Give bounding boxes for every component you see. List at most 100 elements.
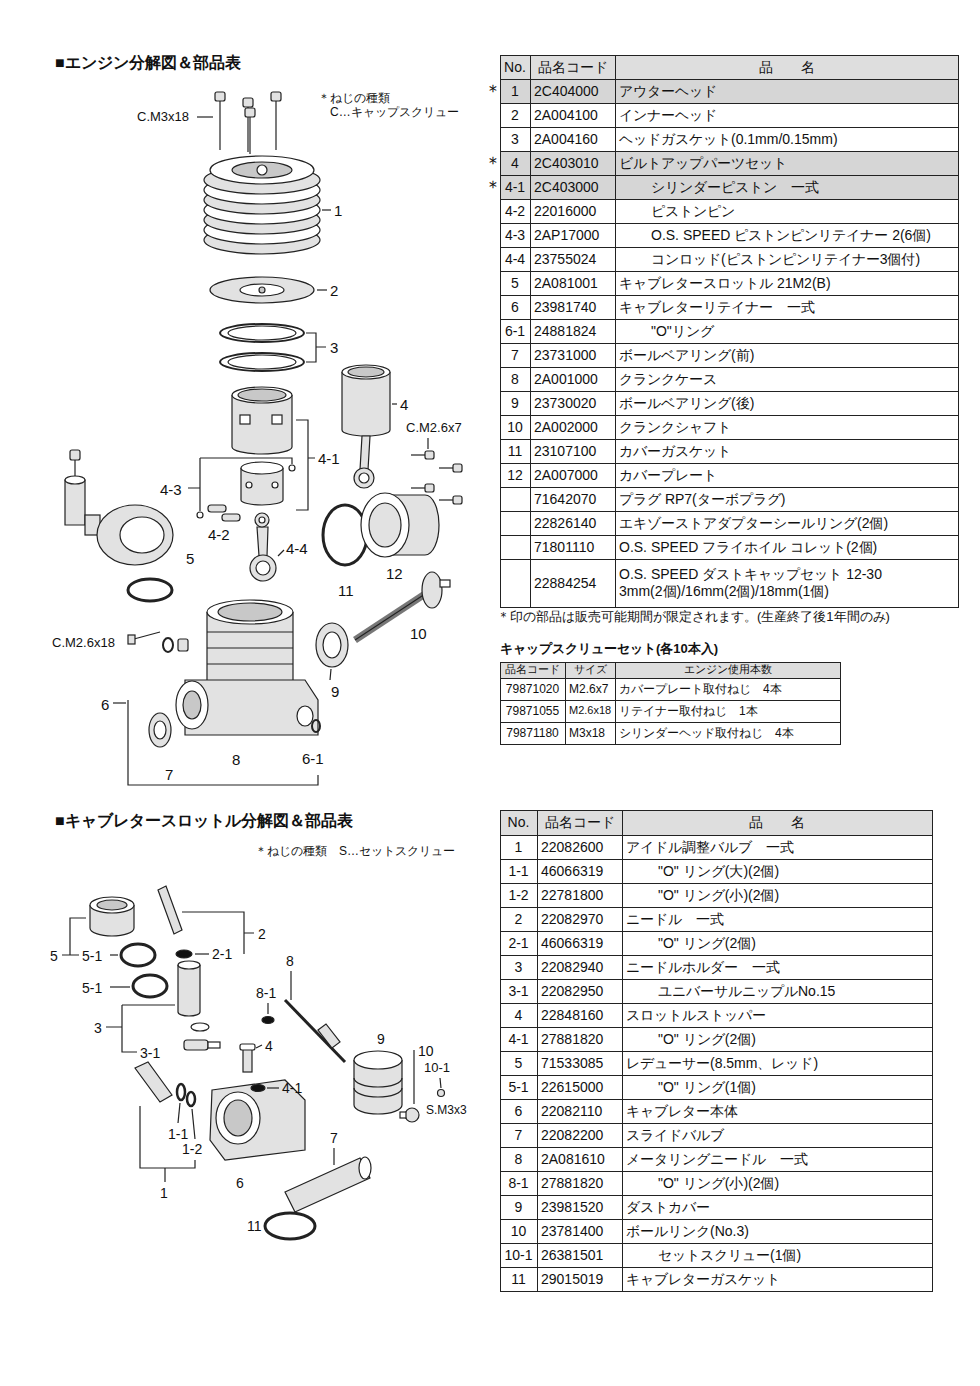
carburetor-body-part [216,1092,260,1144]
table-cell [616,464,959,488]
dust-cover [354,1051,402,1114]
table-cell [616,416,959,440]
table-cell-text: 23981520 [541,1196,618,1218]
table-cell [623,1004,933,1028]
built-up-parts [342,365,390,488]
table-cell-text: 22082110 [541,1100,618,1122]
table-cell [501,560,531,608]
table-cell-text: 79871180 [501,723,564,743]
retainer-parts-part [163,638,173,652]
table-cell-text: 4 [501,1004,536,1026]
con-rod-part [257,527,268,556]
table-cell-text: 79871020 [501,679,564,699]
table-cell-text: 3-1 [501,980,536,1002]
table-cell [623,884,933,908]
table-cell [501,440,531,464]
carb-leader-lines-part [413,1050,414,1104]
dust-cover-part [354,1078,402,1097]
needle-holder-part [191,1023,209,1031]
table-cell-text: 29015019 [541,1268,618,1290]
table-cell-text: 22848160 [541,1004,618,1026]
table-cell [531,200,616,224]
table-cell-text: ボールリンク(No.3) [626,1220,928,1242]
table-cell [501,1100,538,1124]
table-cell [501,152,531,176]
cover-gasket [323,505,367,565]
table-cell-text: M2.6x7 [569,679,611,699]
leader-lines-part [427,438,428,449]
table-cell-text: 2A081001 [534,272,611,294]
con-rod-part [259,517,265,523]
table-cell [538,1268,623,1292]
table-cell-text: キャブレターリテイナー 一式 [619,296,954,318]
callout-label: C.M2.6x7 [406,421,462,436]
table-cell-text: カバーガスケット [619,440,954,462]
table-cell [501,1172,538,1196]
table-cell [501,320,531,344]
needle-holder-part [184,1040,208,1050]
inner-head-part [210,277,314,303]
table-cell-text: "O" リング(2個) [658,932,928,954]
ball-link-part [400,1112,406,1118]
con-rod-part [250,555,276,581]
table-cell [616,440,959,464]
callout-label: 8 [232,751,240,768]
table-cell [566,679,616,701]
table-cell-text: O.S. SPEED フライホイル コレット(2個) [619,536,954,558]
callout-label: ＊ [484,177,502,198]
table-cell-text: 10 [501,1220,536,1242]
callout-label: 5 [186,550,194,567]
callout-label: C.M3x18 [137,110,189,125]
crankcase-part [183,691,201,719]
dust-cover-part [354,1051,402,1069]
cover-plate-part [369,503,401,547]
table-cell-text: セットスクリュー(1個) [658,1244,928,1266]
callout-label: 4-1 [318,450,340,467]
table-cell [538,1004,623,1028]
table-cell [531,440,616,464]
table-cell [501,344,531,368]
table-cell [501,488,531,512]
table-cell [501,464,531,488]
table-cell [531,392,616,416]
table-cell-text: カバープレート [619,464,954,486]
table-cell [616,104,959,128]
table-cell-text: 2C404000 [534,80,611,102]
carb-leader-lines-part [440,1078,441,1088]
table-cell [531,320,616,344]
table-cell [501,56,531,80]
table-cell [501,128,531,152]
table-cell-text: 2-1 [501,932,536,954]
table-cell [531,272,616,296]
table-cell [531,536,616,560]
table-cell [616,56,959,80]
table-cell [616,392,959,416]
table-cell [501,104,531,128]
table-cell [531,80,616,104]
table-cell [538,956,623,980]
cover-screws-part [425,484,434,492]
ball-link-part [438,1090,445,1097]
outer-head-part [257,165,267,175]
outer-head-part [232,162,292,178]
table-cell-text: ヘッドガスケット(0.1mm/0.15mm) [619,128,954,150]
table-cell-text: 2A081610 [541,1148,618,1170]
table-cell [623,1196,933,1220]
table-cell [531,128,616,152]
cap-screws-part [275,101,276,150]
reducer-part [90,897,134,913]
callout-label: キャップスクリューセット(各10本入) [500,642,718,657]
carburetor [65,450,173,601]
table-cell [538,980,623,1004]
table-cell [623,1148,933,1172]
table-cell-text: "O" リング(小)(2個) [658,884,928,906]
callout-label: 10-1 [424,1061,450,1076]
carb-leader-lines-part [110,954,118,955]
callout-label: 4-3 [160,481,182,498]
carb-leader-lines-part [333,1148,334,1165]
callout-label: ■キャブレタースロットル分解図＆部品表 [55,812,353,830]
table-cell [501,296,531,320]
table-cell [531,488,616,512]
crankshaft-part [422,572,442,608]
